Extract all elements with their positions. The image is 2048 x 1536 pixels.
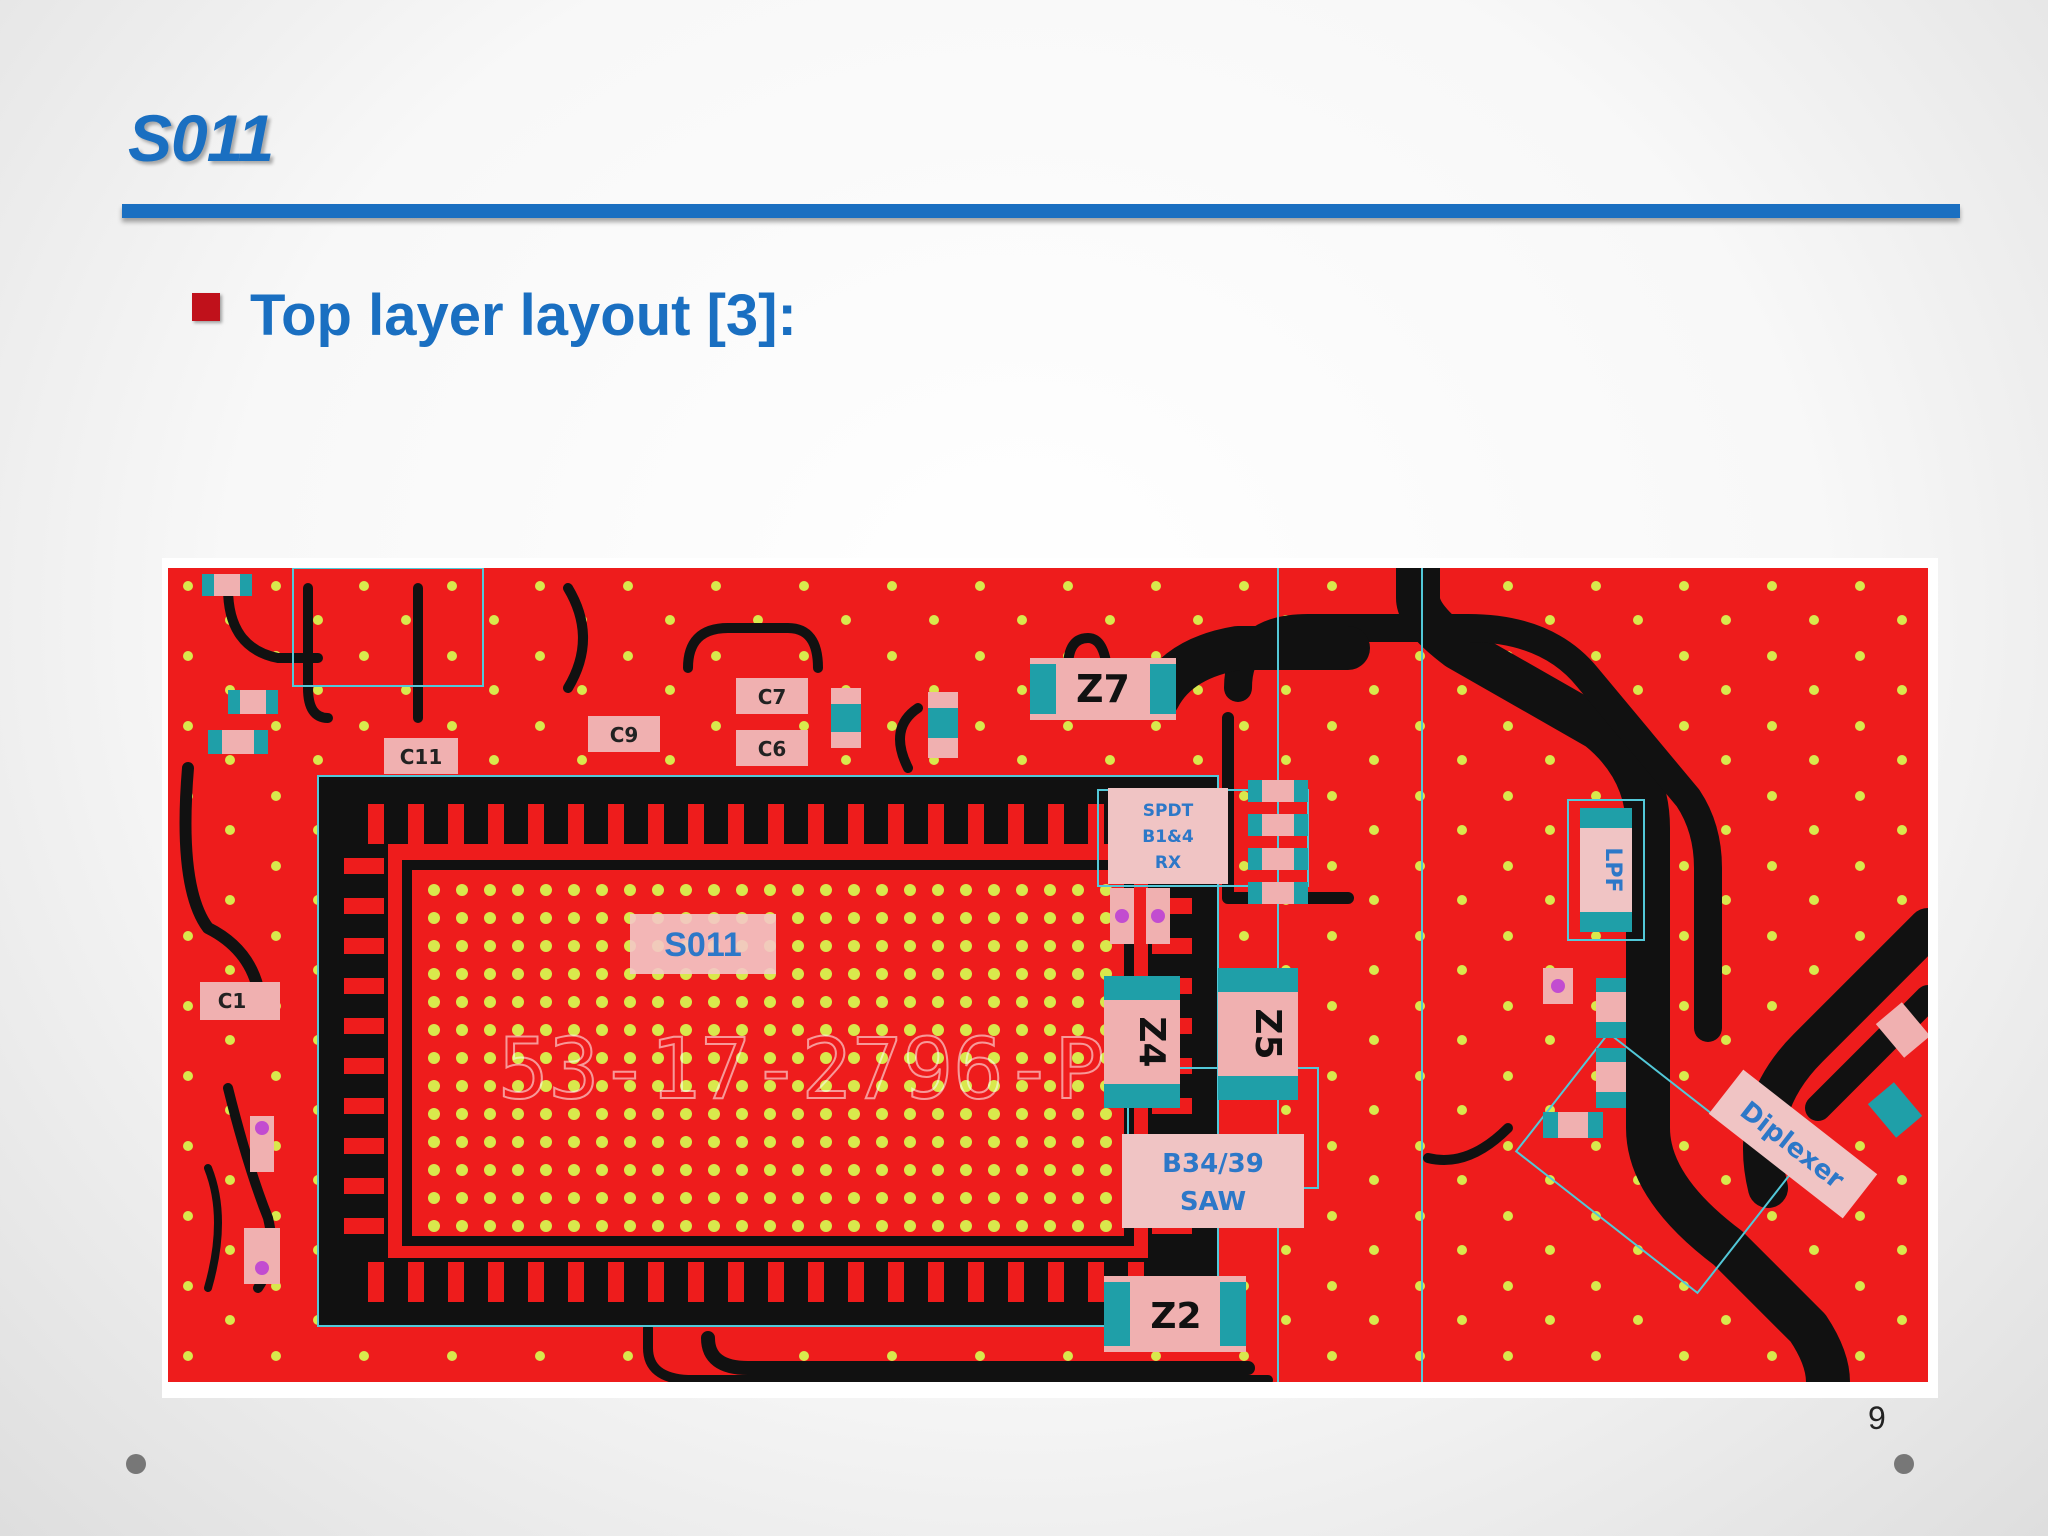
label-c11: C11	[400, 745, 443, 769]
label-lpf: LPF	[1600, 847, 1625, 892]
bullet-text: Top layer layout [3]:	[250, 283, 797, 348]
label-z5: Z5	[1247, 1008, 1288, 1059]
pcb-layout-drawing: 53-17-2796-P S011	[168, 568, 1928, 1382]
slide-title: S011	[128, 101, 274, 175]
chip-marking: 53-17-2796-P	[498, 1020, 1105, 1118]
label-saw-line1: B34/39	[1162, 1149, 1264, 1179]
bullet-item: Top layer layout [3]:	[192, 282, 797, 349]
chip-label: S011	[664, 926, 742, 964]
label-z4: Z4	[1131, 1016, 1172, 1067]
corner-dot-left	[126, 1454, 146, 1474]
label-c9: C9	[610, 723, 639, 747]
title-rule	[122, 204, 1960, 218]
corner-dot-right	[1894, 1454, 1914, 1474]
label-z2: Z2	[1150, 1296, 1201, 1337]
page-number: 9	[1868, 1400, 1886, 1436]
label-c6: C6	[758, 737, 787, 761]
label-saw-line2: SAW	[1180, 1187, 1246, 1217]
label-c1: C1	[218, 989, 247, 1013]
label-c7: C7	[758, 685, 787, 709]
label-spdt-line2: B1&4	[1142, 827, 1194, 847]
pcb-layout-image: 53-17-2796-P S011	[162, 558, 1938, 1398]
bullet-square-icon	[192, 292, 220, 321]
label-spdt-line3: RX	[1155, 853, 1181, 873]
label-spdt-line1: SPDT	[1143, 801, 1194, 821]
label-z7: Z7	[1076, 667, 1130, 711]
